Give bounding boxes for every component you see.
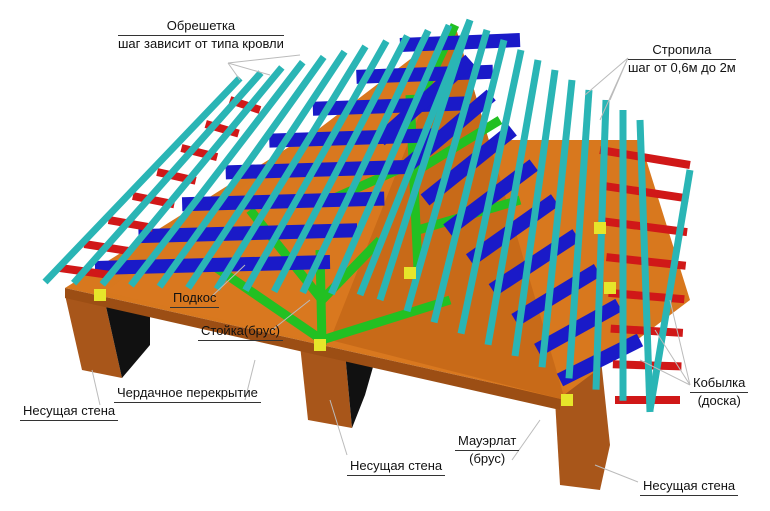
rafter-left	[181, 191, 385, 212]
batten-left	[71, 70, 264, 286]
gable	[105, 25, 565, 400]
mauerlat-block	[604, 282, 616, 294]
batten-right	[538, 79, 576, 368]
label-kobylka-title: Кобылка	[690, 375, 749, 393]
mauerlat-block	[561, 394, 573, 406]
label-stropila-title: Стропила	[628, 42, 736, 60]
label-mauerlat-note: (брус)	[469, 451, 506, 466]
rafter-right	[534, 298, 623, 357]
label-kobylka-note: (доска)	[697, 393, 741, 408]
kobylka	[599, 146, 691, 169]
label-obreshetka-note: шаг зависит от типа кровли	[118, 36, 284, 51]
batten-right	[565, 89, 593, 379]
batten-left	[42, 75, 243, 285]
batten-right	[430, 39, 508, 324]
batten-left	[128, 60, 306, 288]
label-wall-left: Несущая стена	[20, 403, 119, 421]
batten-left	[270, 34, 411, 294]
batten-left	[185, 49, 348, 290]
batten-left	[156, 54, 327, 289]
batten-edge	[646, 169, 694, 411]
batten-right	[403, 29, 491, 313]
batten-left	[299, 29, 432, 295]
rafter-right	[511, 264, 602, 326]
mauerlat-block	[314, 339, 326, 351]
batten-left	[242, 39, 390, 292]
batten-right	[457, 49, 525, 335]
label-mauerlat: Мауэрлат(брус)	[455, 433, 520, 467]
label-perekrytie: Чердачное перекрытие	[114, 385, 261, 403]
post-brace	[320, 295, 452, 345]
mauerlat-block	[94, 289, 106, 301]
batten-right	[484, 59, 542, 346]
post-brace	[405, 94, 423, 271]
batten-right	[636, 119, 654, 413]
leader-lines	[91, 54, 691, 483]
mauerlat-block	[404, 267, 416, 279]
rafter-right	[465, 194, 560, 266]
rafter-left	[225, 159, 412, 180]
battens	[42, 18, 694, 413]
label-stropila-note: шаг от 0,6м до 2м	[628, 60, 736, 75]
label-wall-right: Несущая стена	[640, 478, 739, 496]
batten-right	[592, 99, 610, 390]
label-wall-middle: Несущая стена	[347, 458, 446, 476]
batten-left	[99, 65, 285, 287]
label-kobylka: Кобылка(доска)	[690, 375, 749, 409]
post-brace	[415, 116, 503, 174]
wall-middle	[300, 345, 352, 428]
wall-left	[65, 295, 122, 378]
label-obreshetka-title: Обрешетка	[118, 18, 284, 36]
label-podkos: Подкос	[170, 290, 220, 308]
batten-left	[328, 23, 453, 296]
mauerlat-blocks	[94, 222, 616, 406]
mauerlat-block	[594, 222, 606, 234]
label-mauerlat-title: Мауэрлат	[455, 433, 520, 451]
label-stoyka: Стойка(брус)	[198, 323, 283, 341]
batten-right	[376, 18, 474, 302]
batten-left	[213, 44, 369, 291]
rafter-right	[488, 229, 581, 296]
batten-right	[511, 69, 559, 357]
rafter-left	[94, 255, 331, 275]
